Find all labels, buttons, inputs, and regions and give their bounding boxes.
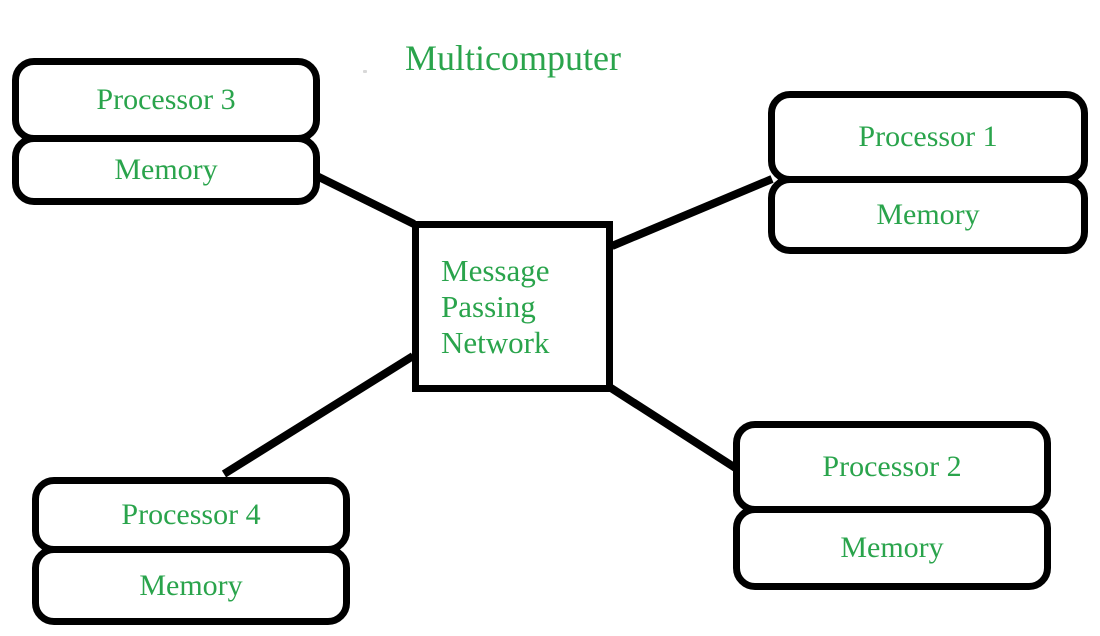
page-title: Multicomputer bbox=[405, 38, 621, 78]
message-passing-network-box[interactable]: Message Passing Network bbox=[412, 221, 613, 392]
edge-network-to-processor-1 bbox=[610, 175, 774, 250]
network-label-line-1: Message bbox=[441, 252, 550, 288]
processor-3-memory-cell[interactable]: Memory bbox=[12, 135, 320, 205]
processor-4-processor-cell[interactable]: Processor 4 bbox=[32, 477, 350, 553]
processor-4-processor-label: Processor 4 bbox=[121, 498, 261, 531]
node-processor-1[interactable]: Processor 1 Memory bbox=[768, 91, 1088, 254]
node-processor-2[interactable]: Processor 2 Memory bbox=[733, 421, 1051, 590]
processor-2-processor-label: Processor 2 bbox=[822, 450, 962, 483]
processor-3-processor-cell[interactable]: Processor 3 bbox=[12, 58, 320, 142]
processor-1-processor-label: Processor 1 bbox=[858, 120, 998, 153]
speck-artifact bbox=[363, 70, 367, 73]
processor-1-memory-cell[interactable]: Memory bbox=[768, 176, 1088, 254]
processor-1-memory-label: Memory bbox=[876, 198, 980, 231]
processor-2-memory-cell[interactable]: Memory bbox=[733, 506, 1051, 590]
node-processor-3[interactable]: Processor 3 Memory bbox=[12, 58, 320, 205]
processor-4-memory-label: Memory bbox=[139, 568, 243, 602]
node-processor-4[interactable]: Processor 4 Memory bbox=[32, 477, 350, 625]
processor-2-memory-label: Memory bbox=[840, 531, 944, 564]
processor-4-memory-cell[interactable]: Memory bbox=[32, 546, 350, 625]
edge-network-to-processor-2 bbox=[608, 384, 740, 473]
processor-1-processor-cell[interactable]: Processor 1 bbox=[768, 91, 1088, 183]
processor-2-processor-cell[interactable]: Processor 2 bbox=[733, 421, 1051, 513]
network-label-line-3: Network bbox=[441, 324, 550, 360]
network-label-line-2: Passing bbox=[441, 288, 536, 324]
edge-network-to-processor-4 bbox=[221, 352, 416, 478]
processor-3-memory-label: Memory bbox=[114, 153, 218, 186]
processor-3-processor-label: Processor 3 bbox=[96, 83, 236, 116]
